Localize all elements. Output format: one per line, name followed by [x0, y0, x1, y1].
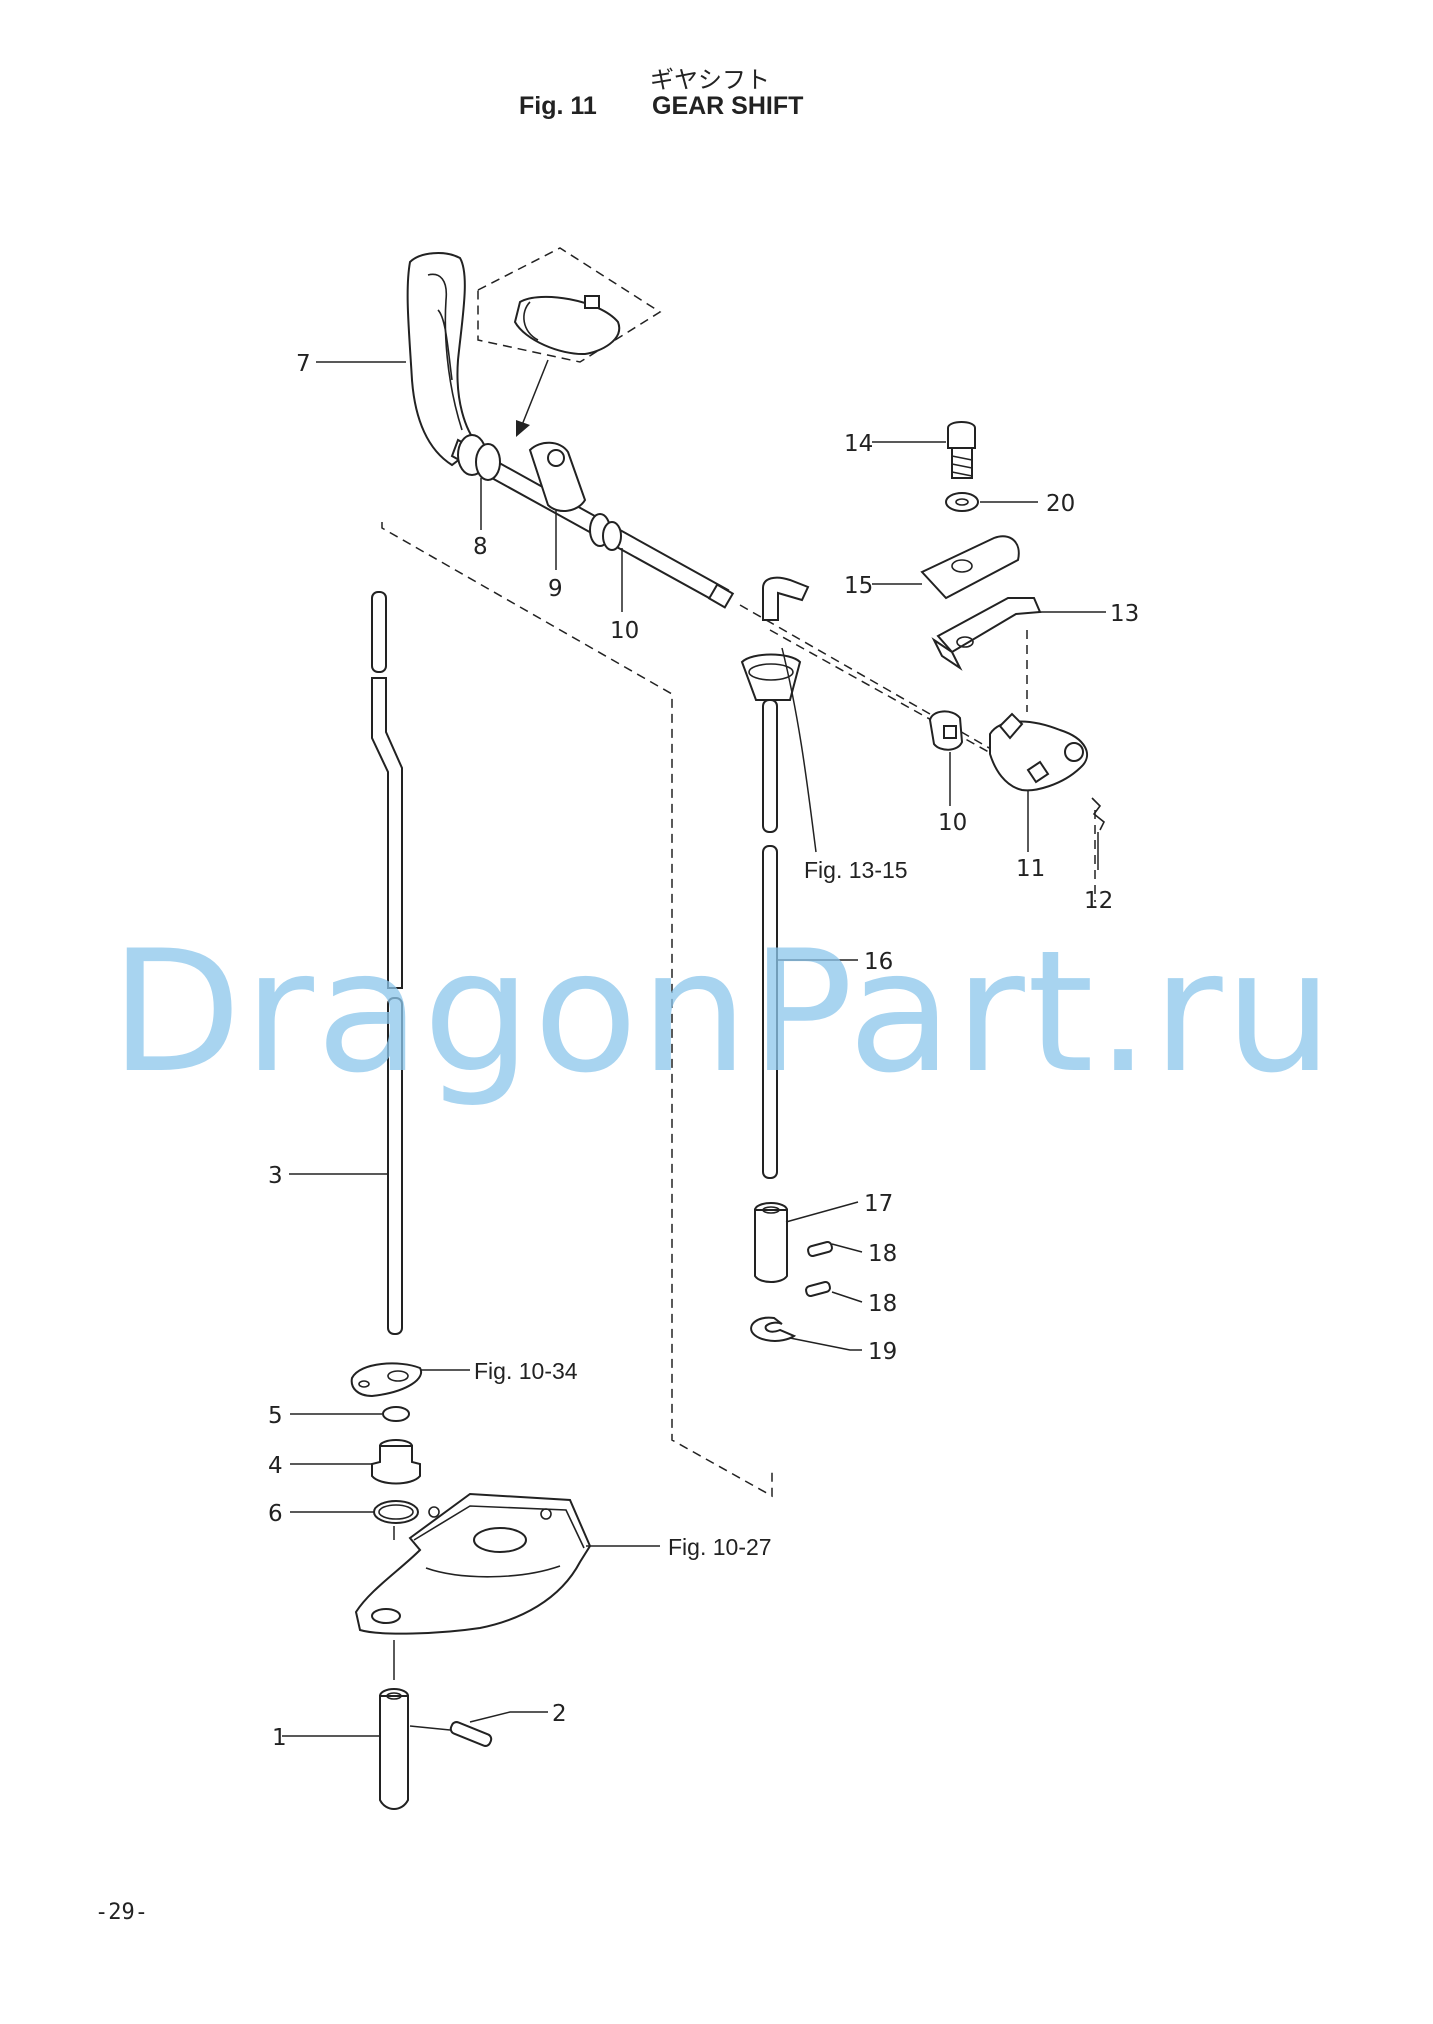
part-11-shift-cam	[989, 712, 1089, 792]
part-19-e-clip	[750, 1316, 797, 1342]
callout-10-bushing: 10	[938, 810, 967, 836]
part-12-clip	[1091, 797, 1106, 831]
part-9-arm	[528, 441, 587, 512]
callout-18-lower: 18	[868, 1291, 897, 1317]
part-18-pin-upper	[807, 1240, 833, 1258]
ref-fig-10-27: Fig. 10-27	[668, 1534, 772, 1560]
part-17-connector	[754, 1202, 788, 1283]
callout-4: 4	[268, 1453, 283, 1479]
callout-18-upper: 18	[868, 1241, 897, 1267]
callout-10-shaft: 10	[610, 618, 639, 644]
part-15-plate	[920, 535, 1020, 600]
callout-12: 12	[1084, 888, 1113, 914]
callout-5: 5	[268, 1403, 283, 1429]
callout-9: 9	[548, 576, 563, 602]
callout-17: 17	[864, 1191, 893, 1217]
part-3-shift-rod	[371, 591, 403, 1335]
callout-13: 13	[1110, 601, 1139, 627]
gasket-fig-10-34	[350, 1362, 423, 1398]
page-number: -29-	[95, 1900, 148, 1925]
callout-7: 7	[296, 351, 311, 377]
part-13-bracket	[931, 597, 1042, 671]
callout-20: 20	[1046, 491, 1075, 517]
detail-box	[477, 247, 662, 437]
callout-19: 19	[868, 1339, 897, 1365]
part-6-o-ring	[373, 1500, 419, 1524]
callout-2: 2	[552, 1701, 567, 1727]
callout-11: 11	[1016, 856, 1045, 882]
callout-15: 15	[844, 573, 873, 599]
ref-fig-10-34: Fig. 10-34	[474, 1358, 578, 1384]
part-10-bushing	[928, 710, 964, 751]
watermark-text: DragonPart.ru	[110, 914, 1335, 1110]
part-5-o-ring	[382, 1406, 410, 1422]
callout-8: 8	[473, 534, 488, 560]
callout-16: 16	[864, 949, 893, 975]
callout-6: 6	[268, 1501, 283, 1527]
ref-fig-13-15: Fig. 13-15	[804, 857, 908, 883]
part-4-seal-cap	[371, 1439, 421, 1485]
shift-shaft-assembly	[450, 434, 735, 609]
figure-title: GEAR SHIFT	[652, 92, 804, 120]
callout-14: 14	[844, 431, 873, 457]
part-1-shift-plunger	[379, 1688, 409, 1810]
callout-3: 3	[268, 1163, 283, 1189]
part-20-washer	[945, 492, 979, 512]
part-18-pin-lower	[805, 1280, 831, 1298]
title-japanese: ギヤシフト	[650, 66, 770, 94]
part-7-shift-lever	[406, 252, 480, 467]
part-2-pin	[449, 1721, 493, 1747]
part-14-bolt	[947, 421, 976, 479]
figure-number: Fig. 11	[519, 92, 597, 120]
part-16-shift-rod	[740, 576, 810, 1179]
housing-fig-10-27	[354, 1492, 592, 1635]
callout-1: 1	[272, 1725, 287, 1751]
